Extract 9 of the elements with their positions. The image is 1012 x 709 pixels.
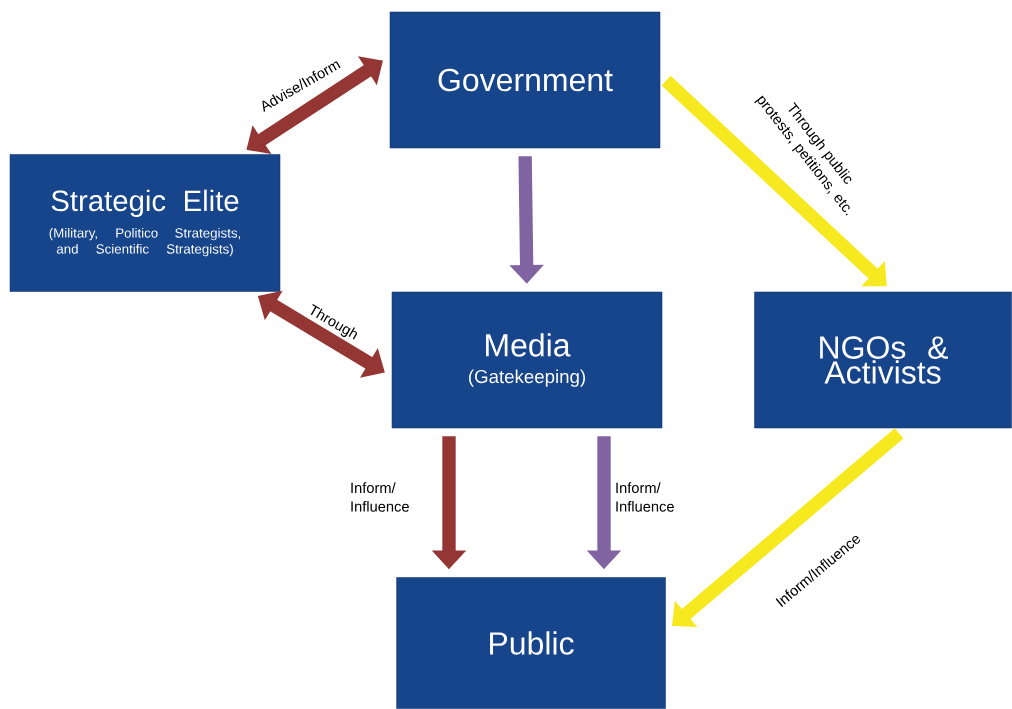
arrow [246,56,383,155]
arrow [661,75,887,287]
process-box: Government [389,11,661,149]
edge-label: Inform/ Influence [351,482,409,512]
process-box: NGOs & Activists [754,291,1012,429]
process-box: Media (Gatekeeping) [391,291,663,429]
process-box: Public [396,577,666,709]
process-box: Strategic Elite (Military, Politico Strategists, and Scientific Strategists) [9,154,281,292]
edge-label: Inform/ Influence [616,482,674,512]
